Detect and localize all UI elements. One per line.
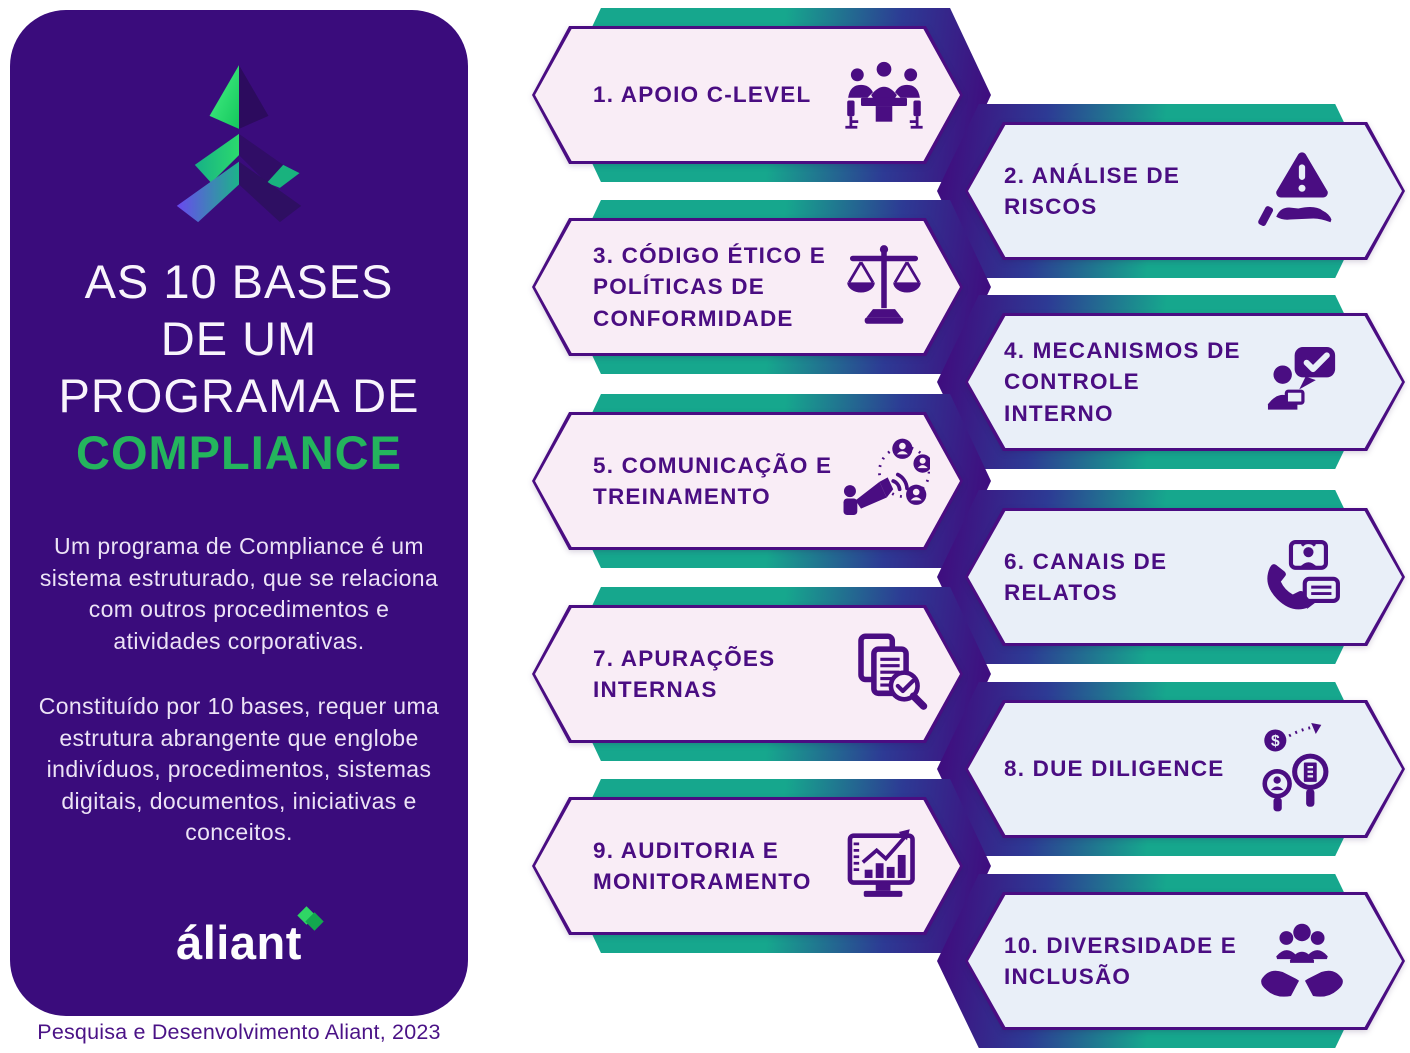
badge-front-hexagon: 9. AUDITORIA E MONITORAMENTO bbox=[532, 797, 963, 935]
badge-label: 9. AUDITORIA E MONITORAMENTO bbox=[593, 837, 812, 894]
badge-7: 7. APURAÇÕES INTERNAS bbox=[532, 587, 991, 761]
meeting-icon bbox=[836, 45, 932, 145]
badge-label: 6. CANAIS DE RELATOS bbox=[1004, 548, 1168, 605]
source-caption: Pesquisa e Desenvolvimento Aliant, 2023 bbox=[37, 1020, 441, 1044]
due-diligence-search-icon bbox=[1254, 719, 1350, 819]
badge-label: 1. APOIO C-LEVEL bbox=[593, 82, 812, 108]
badge-5: 5. COMUNICAÇÃO E TREINAMENTO bbox=[532, 394, 991, 568]
page-title: AS 10 BASES DE UM PROGRAMA DE COMPLIANCE bbox=[59, 254, 420, 481]
badge-6: 6. CANAIS DE RELATOS bbox=[937, 490, 1405, 664]
badge-9: 9. AUDITORIA E MONITORAMENTO bbox=[532, 779, 991, 953]
badge-front-hexagon: 7. APURAÇÕES INTERNAS bbox=[532, 605, 963, 743]
badge-4: 4. MECANISMOS DE CONTROLE INTERNO bbox=[937, 295, 1405, 469]
badge-label: 4. MECANISMOS DE CONTROLE INTERNO bbox=[1004, 338, 1241, 426]
monitor-chart-icon bbox=[836, 816, 932, 916]
aliant-diamond-icon bbox=[297, 906, 328, 933]
title-line-2: DE UM bbox=[160, 311, 318, 365]
badge-label: 7. APURAÇÕES INTERNAS bbox=[593, 645, 776, 702]
intro-paragraph-2: Constituído por 10 bases, requer uma est… bbox=[38, 693, 440, 846]
title-line-4-accent: COMPLIANCE bbox=[76, 425, 402, 479]
intro-panel: AS 10 BASES DE UM PROGRAMA DE COMPLIANCE… bbox=[10, 10, 468, 1016]
pyramid-logo bbox=[176, 65, 302, 223]
badge-label: 8. DUE DILIGENCE bbox=[1004, 756, 1225, 782]
badge-label: 5. COMUNICAÇÃO E TREINAMENTO bbox=[593, 452, 833, 509]
badge-3: 3. CÓDIGO ÉTICO E POLÍTICAS DE CONFORMID… bbox=[532, 200, 991, 374]
document-search-icon bbox=[836, 624, 932, 724]
badge-label: 2. ANÁLISE DE RISCOS bbox=[1004, 162, 1181, 219]
badge-front-hexagon: 5. COMUNICAÇÃO E TREINAMENTO bbox=[532, 412, 963, 550]
report-channel-icon bbox=[1254, 527, 1350, 627]
diversity-hands-icon bbox=[1254, 911, 1350, 1011]
badge-front-hexagon: 2. ANÁLISE DE RISCOS bbox=[965, 122, 1405, 260]
internal-control-icon bbox=[1254, 332, 1350, 432]
badge-2: 2. ANÁLISE DE RISCOS bbox=[937, 104, 1405, 278]
badge-8: 8. DUE DILIGENCE bbox=[937, 682, 1405, 856]
badge-front-hexagon: 3. CÓDIGO ÉTICO E POLÍTICAS DE CONFORMID… bbox=[532, 218, 963, 356]
badge-label: 3. CÓDIGO ÉTICO E POLÍTICAS DE CONFORMID… bbox=[593, 243, 826, 331]
intro-paragraph-1: Um programa de Compliance é um sistema e… bbox=[39, 533, 439, 654]
badge-front-hexagon: 1. APOIO C-LEVEL bbox=[532, 26, 963, 164]
title-line-3: PROGRAMA DE bbox=[58, 368, 420, 422]
badge-front-hexagon: 10. DIVERSIDADE E INCLUSÃO bbox=[965, 892, 1405, 1030]
title-line-1: AS 10 BASES bbox=[84, 255, 394, 308]
badge-front-hexagon: 6. CANAIS DE RELATOS bbox=[965, 508, 1405, 646]
balance-scale-icon bbox=[836, 237, 932, 337]
badge-10: 10. DIVERSIDADE E INCLUSÃO bbox=[937, 874, 1405, 1048]
aliant-logo-text: áliant bbox=[176, 916, 302, 969]
risk-hand-icon bbox=[1254, 141, 1350, 241]
aliant-logo: áliant bbox=[176, 906, 324, 970]
badge-label: 10. DIVERSIDADE E INCLUSÃO bbox=[1004, 932, 1237, 989]
badge-1: 1. APOIO C-LEVEL bbox=[532, 8, 991, 182]
communication-megaphone-icon bbox=[836, 431, 932, 531]
badge-front-hexagon: 4. MECANISMOS DE CONTROLE INTERNO bbox=[965, 313, 1405, 451]
badge-front-hexagon: 8. DUE DILIGENCE bbox=[965, 700, 1405, 838]
